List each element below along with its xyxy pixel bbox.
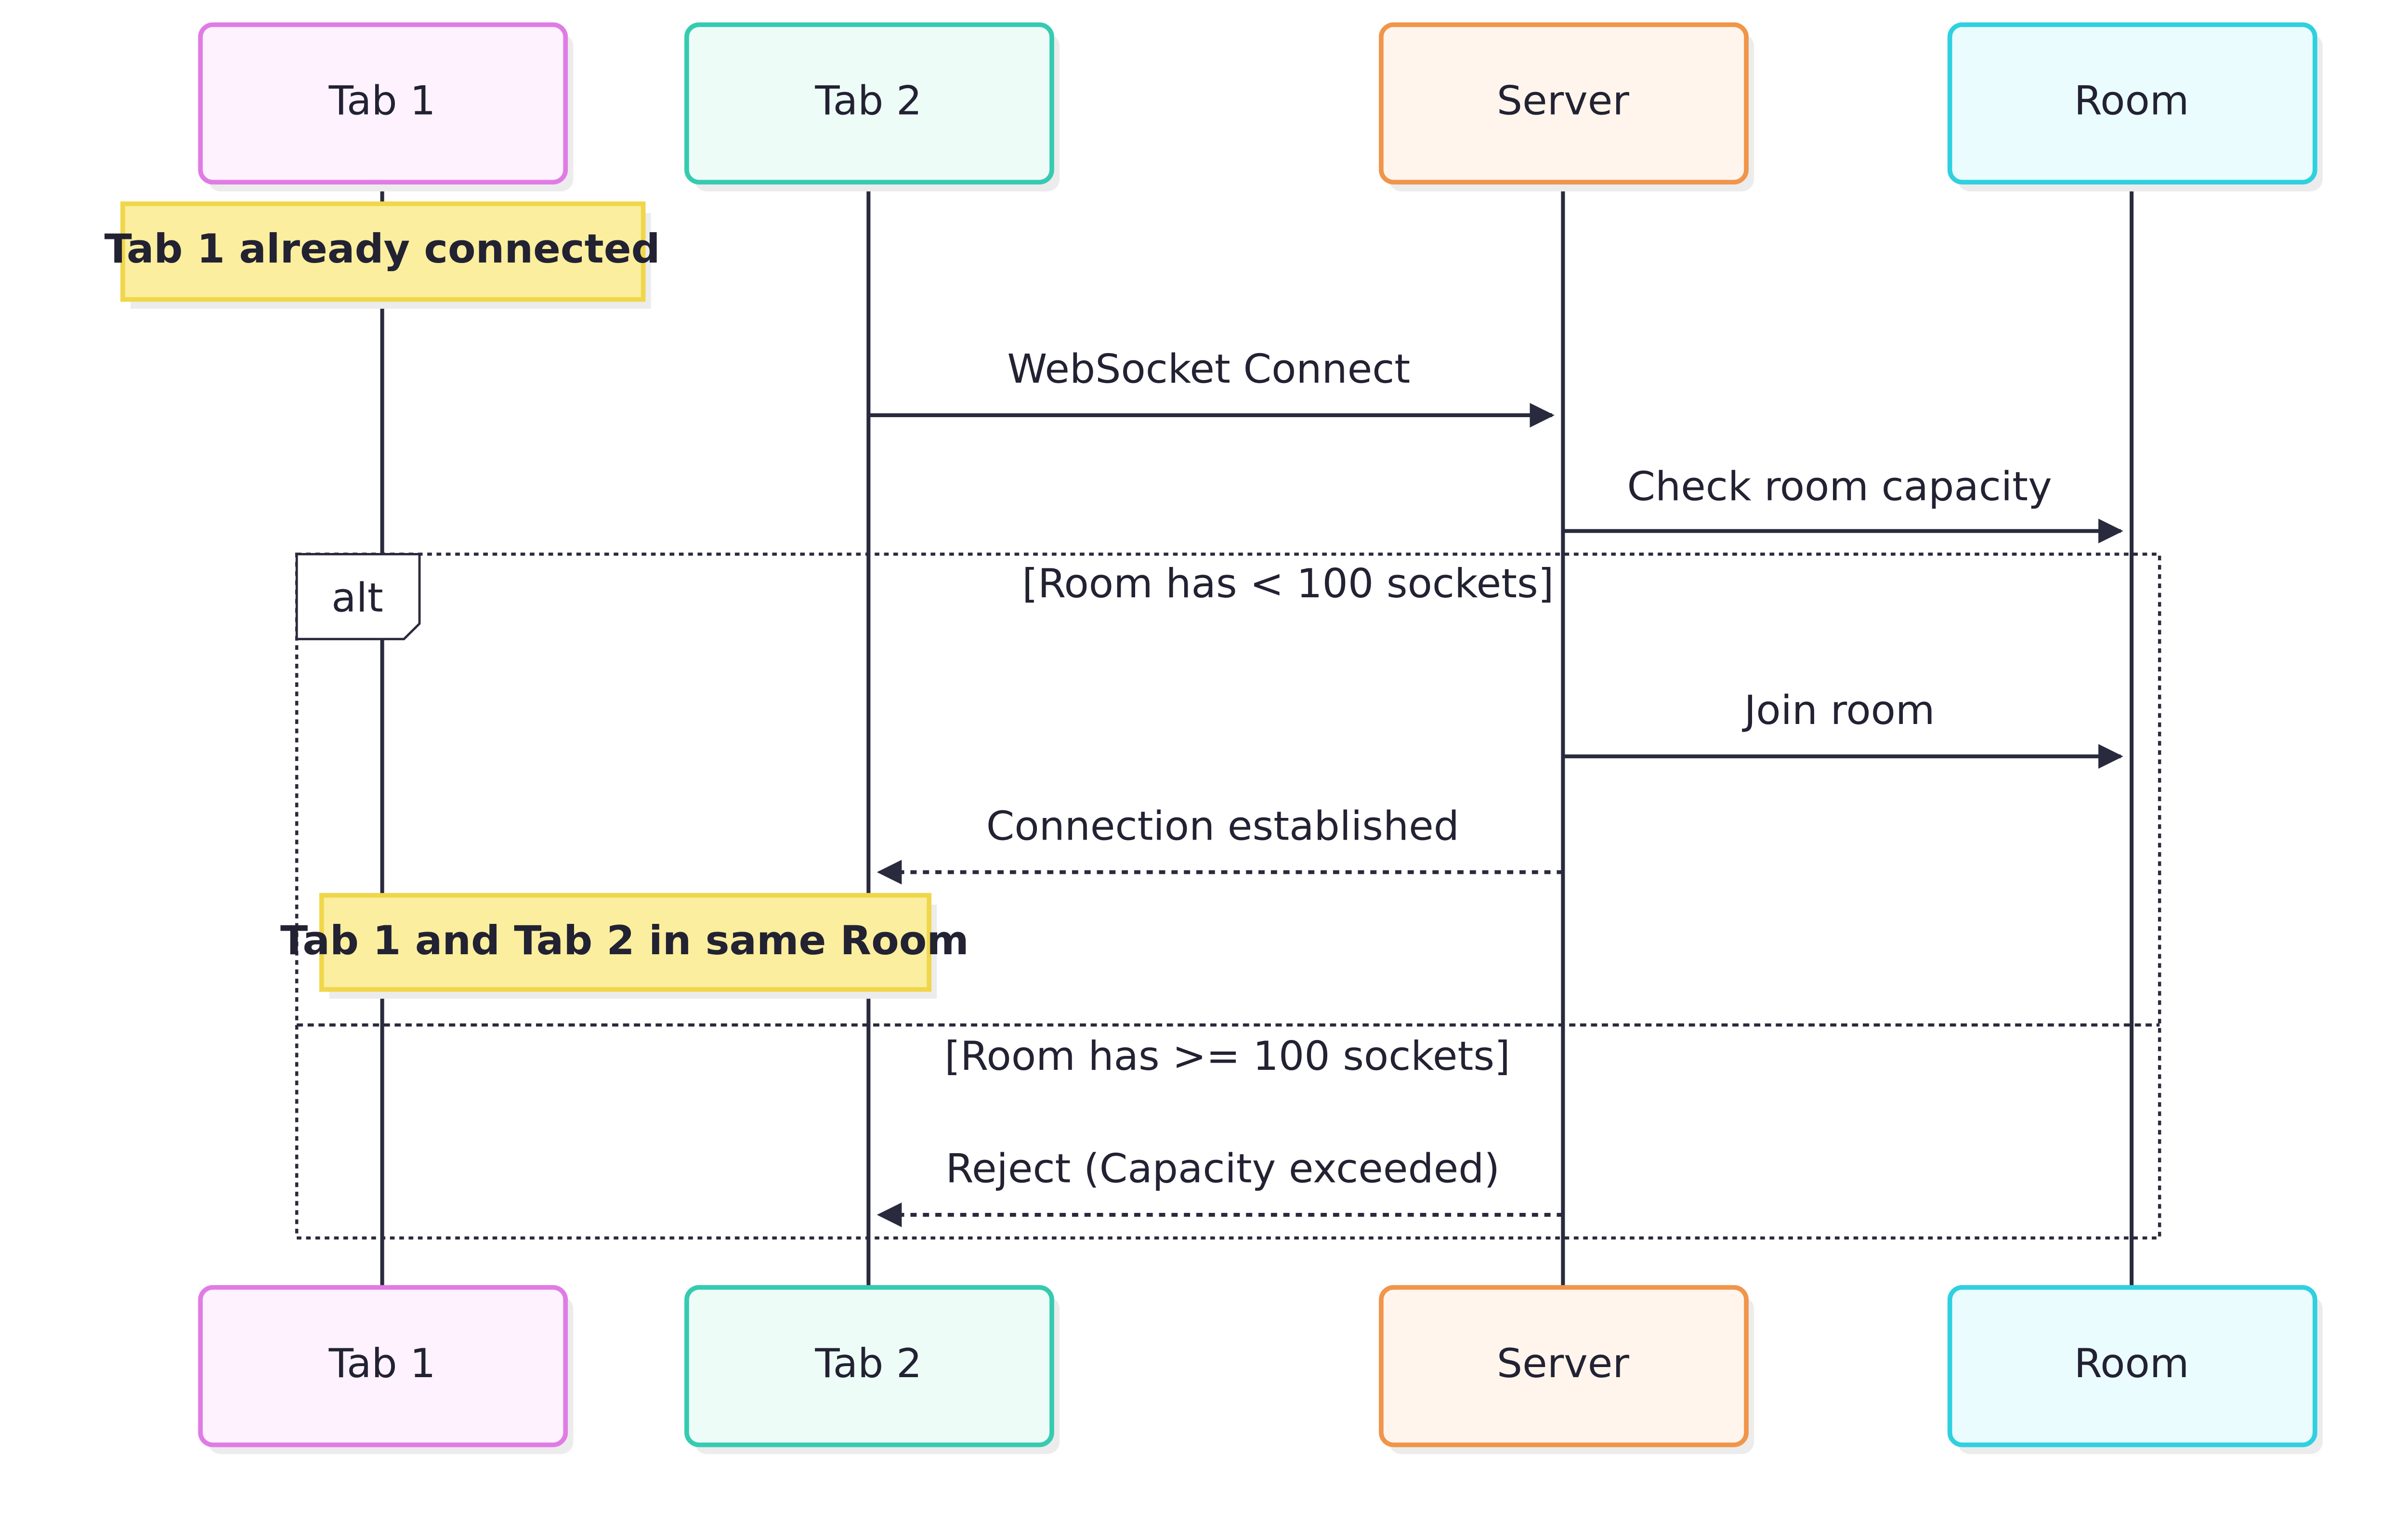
message-reject: Reject (Capacity exceeded): [877, 1145, 1563, 1227]
alt-condition-1: [Room has < 100 sockets]: [1022, 560, 1554, 607]
message-connection-established: Connection established: [877, 802, 1563, 885]
actor-room-bottom: Room: [1947, 1285, 2323, 1454]
actor-label: Tab 2: [814, 1340, 922, 1387]
actor-label: Tab 1: [328, 77, 436, 124]
message-label: WebSocket Connect: [1007, 345, 1410, 393]
actor-tab1-top: Tab 1: [198, 22, 574, 192]
alt-condition-2: [Room has >= 100 sockets]: [944, 1032, 1510, 1079]
actor-label: Tab 1: [328, 1340, 436, 1387]
alt-frame: [295, 552, 2161, 1240]
note-text: Tab 1 already connected: [105, 225, 660, 272]
actor-room-top: Room: [1947, 22, 2323, 192]
messages: WebSocket Connect Check room capacity Jo…: [868, 345, 2123, 1227]
message-label: Check room capacity: [1627, 463, 2052, 510]
actor-label: Server: [1497, 1340, 1630, 1387]
actor-tab2-bottom: Tab 2: [684, 1285, 1060, 1454]
note-tab1-connected: Tab 1 already connected: [105, 201, 660, 309]
actor-label: Tab 2: [814, 77, 922, 124]
actor-tab1-bottom: Tab 1: [198, 1285, 574, 1454]
lifelines: [380, 182, 2134, 1289]
notes: Tab 1 already connected Tab 1 and Tab 2 …: [105, 201, 969, 999]
actor-label: Room: [2074, 1340, 2189, 1387]
alt-label: alt: [331, 574, 383, 621]
message-join-room: Join room: [1563, 686, 2123, 769]
actor-label: Server: [1497, 77, 1630, 124]
message-websocket-connect: WebSocket Connect: [868, 345, 1555, 428]
actor-label: Room: [2074, 77, 2189, 124]
message-label: Join room: [1742, 686, 1935, 734]
actors-bottom: Tab 1 Tab 2 Server Room: [198, 1285, 2323, 1454]
alt-fragment: alt [Room has < 100 sockets] [Room has >…: [295, 552, 2161, 1240]
actors-top: Tab 1 Tab 2 Server Room: [198, 22, 2323, 192]
message-check-capacity: Check room capacity: [1563, 463, 2123, 544]
actor-server-top: Server: [1379, 22, 1754, 192]
actor-tab2-top: Tab 2: [684, 22, 1060, 192]
note-same-room: Tab 1 and Tab 2 in same Room: [280, 893, 969, 999]
message-label: Connection established: [986, 802, 1459, 850]
actor-server-bottom: Server: [1379, 1285, 1754, 1454]
message-label: Reject (Capacity exceeded): [945, 1145, 1500, 1192]
note-text: Tab 1 and Tab 2 in same Room: [280, 917, 969, 964]
alt-label-box: [295, 553, 421, 641]
